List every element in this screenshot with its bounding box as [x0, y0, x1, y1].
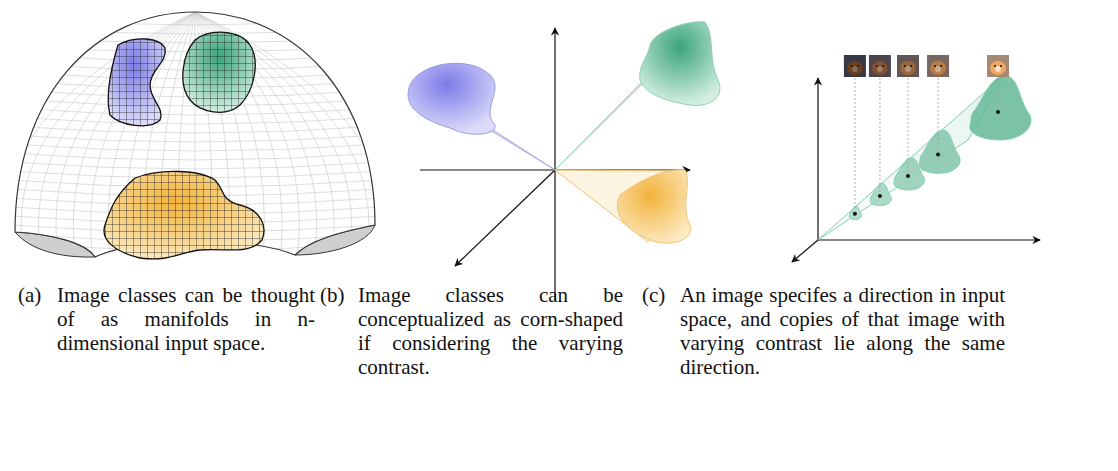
subfigure-tag: (c) — [642, 283, 680, 307]
hemisphere — [4, 12, 387, 268]
contrast-cone — [792, 55, 1040, 262]
cone-plot — [408, 22, 720, 300]
caption-text: An image specifes a direction in input s… — [680, 283, 1005, 379]
subfigure-tag: (a) — [18, 283, 56, 307]
caption-text: Image classes can be thought of as manif… — [57, 283, 315, 355]
caption-text: Image classes can be conceptualized as c… — [358, 283, 623, 379]
subfigure-tag: (b) — [320, 283, 358, 307]
